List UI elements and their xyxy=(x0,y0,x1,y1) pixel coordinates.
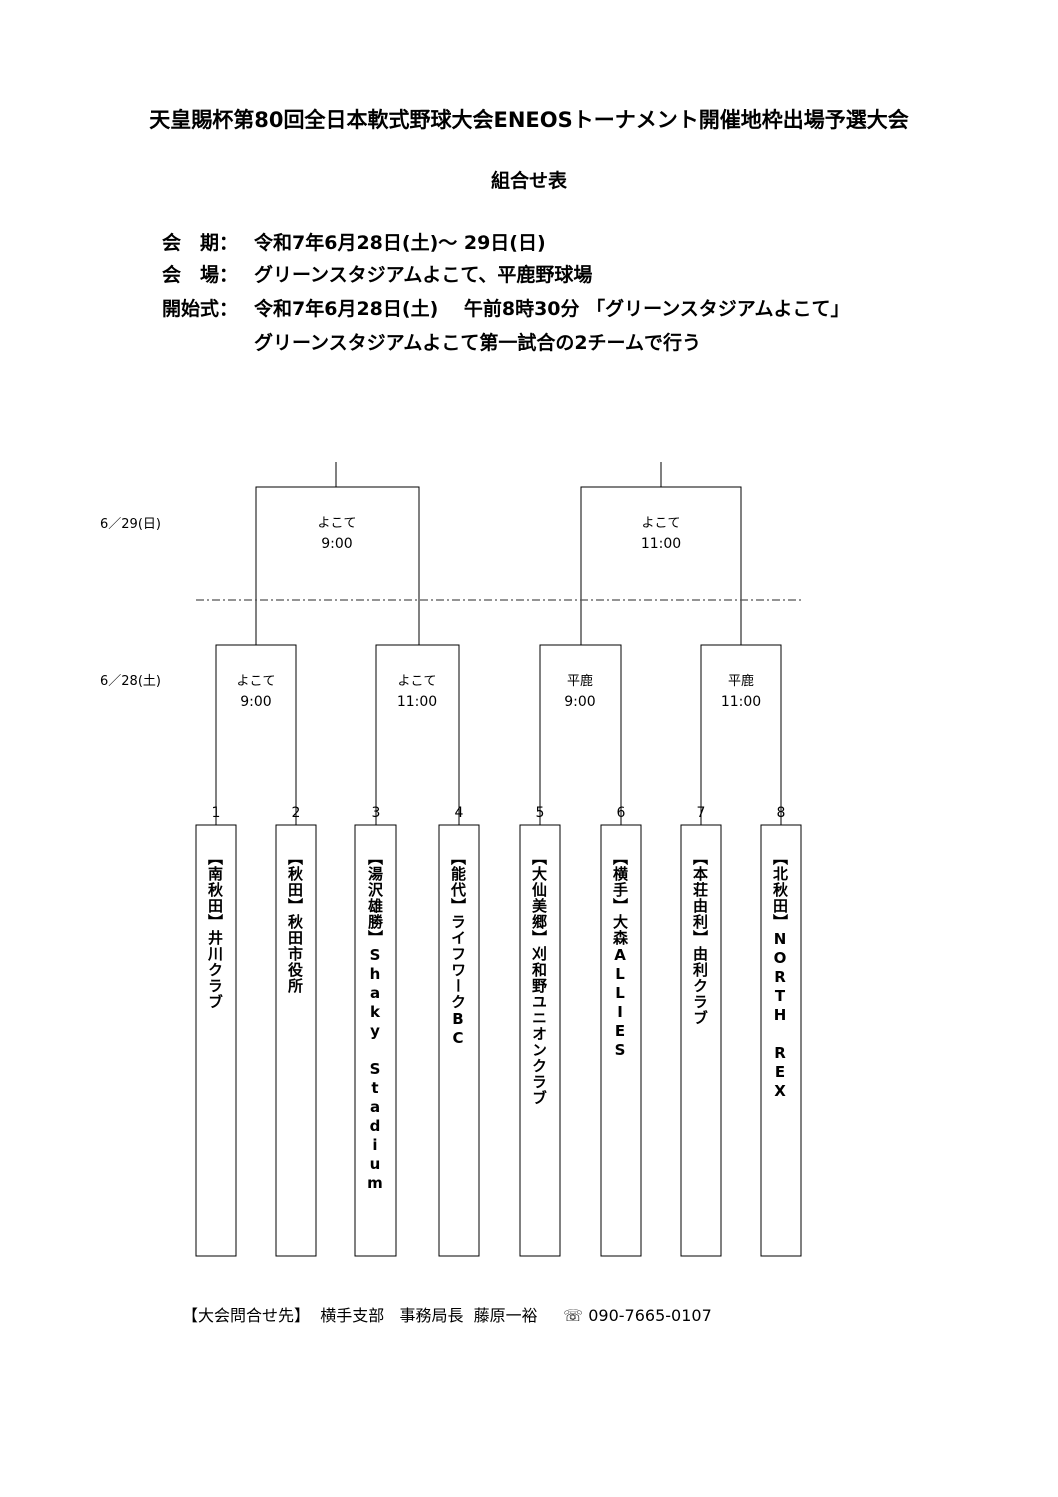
bracket-line xyxy=(700,644,782,825)
game-day2-2: よこて 11:00 xyxy=(611,512,711,552)
bracket-line xyxy=(215,644,297,825)
team-box-3 xyxy=(354,824,397,1257)
team-box-1 xyxy=(195,824,237,1257)
period-value: 令和7年6月28日(土)～ 29日(日) xyxy=(254,232,546,254)
venue-row: 会 場： グリーンスタジアムよこて、平鹿野球場 xyxy=(162,260,592,287)
bracket-line xyxy=(539,644,622,825)
team-name-3: 【湯沢雄勝】Shaky Stadium xyxy=(366,850,384,1193)
game-venue: 平鹿 xyxy=(727,674,754,689)
day2-label: 6／29(日) xyxy=(100,517,161,532)
game-day1-3: 平鹿 9:00 xyxy=(530,670,630,710)
team-box-4 xyxy=(438,824,480,1257)
game-venue: 平鹿 xyxy=(566,674,593,689)
game-time: 11:00 xyxy=(396,694,438,710)
contact-person: 藤原一裕 xyxy=(473,1306,538,1325)
contact-label: 【大会問合せ先】 xyxy=(182,1306,311,1325)
game-venue: よこて xyxy=(397,674,437,689)
game-venue: よこて xyxy=(641,516,681,531)
team-number: 6 xyxy=(616,805,626,821)
game-time: 9:00 xyxy=(564,694,596,710)
team-name-1: 【南秋田】井川クラブ xyxy=(206,850,224,1010)
team-name-5: 【大仙美郷】刈和野ユニオンクラブ xyxy=(530,850,548,1106)
team-number: 2 xyxy=(291,805,301,821)
opening-label: 開始式： xyxy=(162,298,239,320)
team-number: 1 xyxy=(211,805,221,821)
venue-label: 会 場： xyxy=(162,264,239,286)
team-box-7 xyxy=(680,824,722,1257)
period-row: 会 期： 令和7年6月28日(土)～ 29日(日) xyxy=(162,228,546,255)
game-day1-2: よこて 11:00 xyxy=(367,670,467,710)
contact-line: 【大会問合せ先】 横手支部 事務局長 藤原一裕 ☏ 090-7665-0107 xyxy=(182,1302,712,1326)
opening-note: グリーンスタジアムよこて第一試合の2チームで行う xyxy=(254,332,701,354)
venue-value: グリーンスタジアムよこて、平鹿野球場 xyxy=(254,264,593,286)
game-time: 9:00 xyxy=(240,694,272,710)
team-name-2: 【秋田】秋田市役所 xyxy=(286,850,304,994)
opening-value: 令和7年6月28日(土) 午前8時30分 「グリーンスタジアムよこて」 xyxy=(254,298,850,320)
team-number: 7 xyxy=(696,805,706,821)
game-day2-1: よこて 9:00 xyxy=(287,512,387,552)
game-time: 11:00 xyxy=(720,694,762,710)
contact-phone: 090-7665-0107 xyxy=(588,1306,712,1325)
team-name-4: 【能代】ライフワークBC xyxy=(449,850,467,1048)
team-name-8: 【北秋田】NORTH REX xyxy=(771,850,789,1101)
game-time: 11:00 xyxy=(640,536,682,552)
day1-label: 6／28(土) xyxy=(100,674,161,689)
team-number: 3 xyxy=(371,805,381,821)
team-box-5 xyxy=(519,824,561,1257)
team-number: 8 xyxy=(776,805,786,821)
period-label: 会 期： xyxy=(162,232,239,254)
contact-branch: 横手支部 xyxy=(320,1306,385,1325)
bracket-line xyxy=(375,644,460,825)
game-venue: よこて xyxy=(236,674,276,689)
contact-role: 事務局長 xyxy=(399,1306,464,1325)
team-number: 5 xyxy=(535,805,545,821)
game-day1-4: 平鹿 11:00 xyxy=(691,670,791,710)
game-venue: よこて xyxy=(317,516,357,531)
phone-icon: ☏ xyxy=(563,1306,584,1325)
team-box-8 xyxy=(760,824,802,1257)
team-number: 4 xyxy=(454,805,464,821)
team-box-2 xyxy=(275,824,317,1257)
game-time: 9:00 xyxy=(321,536,353,552)
bracket-line xyxy=(255,486,420,645)
team-name-7: 【本荘由利】由利クラブ xyxy=(691,850,709,1026)
bracket-line xyxy=(580,486,742,645)
page-subtitle: 組合せ表 xyxy=(490,170,567,192)
game-day1-1: よこて 9:00 xyxy=(206,670,306,710)
team-name-6: 【横手】大森ALLIES xyxy=(611,850,629,1060)
team-box-6 xyxy=(600,824,642,1257)
opening-row: 開始式： 令和7年6月28日(土) 午前8時30分 「グリーンスタジアムよこて」 xyxy=(162,294,849,321)
page-title: 天皇賜杯第80回全日本軟式野球大会ENEOSトーナメント開催地枠出場予選大会 xyxy=(149,108,909,132)
